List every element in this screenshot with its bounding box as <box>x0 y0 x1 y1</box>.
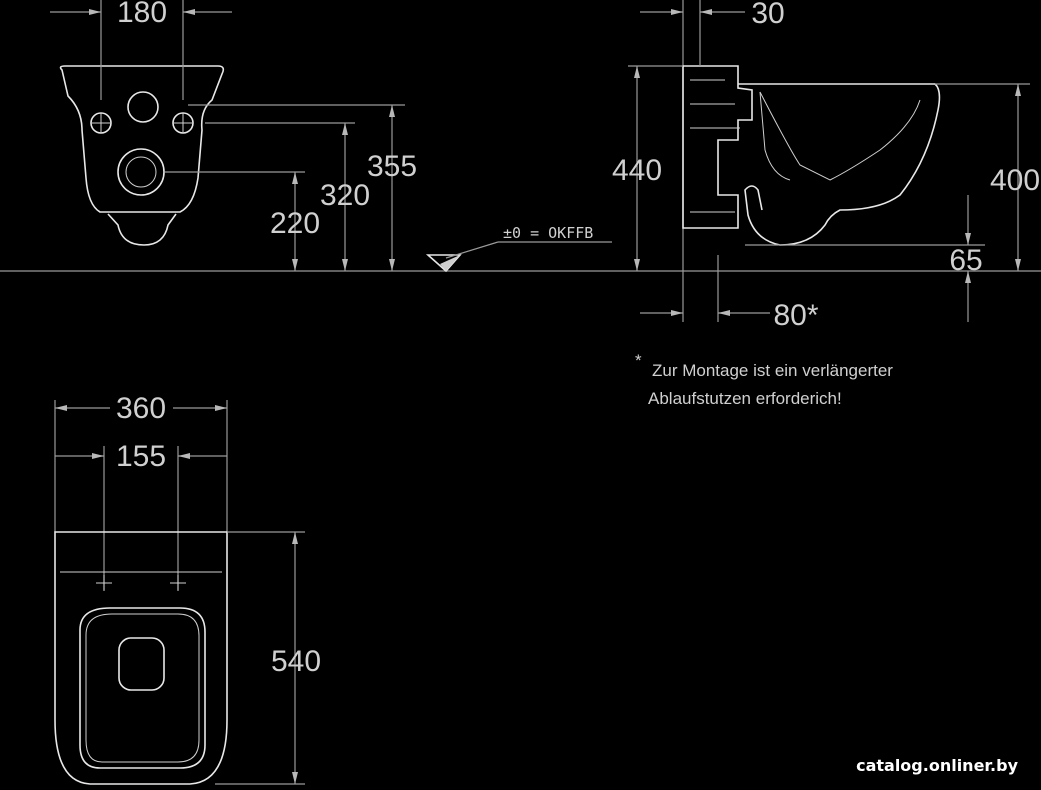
dim-540: 540 <box>271 645 321 678</box>
note-marker: * <box>635 351 642 370</box>
dim-400: 400 <box>990 164 1040 197</box>
note-line-2: Ablaufstutzen erforderich! <box>648 389 842 408</box>
front-trap <box>107 213 177 246</box>
top-seat-outline <box>79 607 206 769</box>
dim-155: 155 <box>116 440 166 473</box>
top-bowl-outline <box>54 531 228 785</box>
dim-65: 65 <box>949 244 982 277</box>
dim-180: 180 <box>117 0 167 29</box>
dim-320: 320 <box>320 179 370 212</box>
side-view: 30 440 400 65 80* <box>612 0 1040 332</box>
front-inlet-hole <box>127 91 159 123</box>
dim-355: 355 <box>367 150 417 183</box>
side-bowl-inner <box>759 91 921 181</box>
floor-label: ±0 = OKFFB <box>503 224 593 242</box>
dim-80: 80* <box>773 299 818 332</box>
top-outlet <box>118 637 165 691</box>
side-wall-bracket <box>682 65 753 229</box>
watermark: catalog.onliner.by <box>856 756 1018 775</box>
installation-note: * Zur Montage ist ein verlängerter Ablau… <box>635 351 893 408</box>
front-outlet-hole <box>117 148 165 196</box>
dim-440: 440 <box>612 154 662 187</box>
side-bowl-outline <box>738 83 941 246</box>
floor-reference: ±0 = OKFFB <box>425 224 612 273</box>
note-line-1: Zur Montage ist ein verlängerter <box>652 361 893 380</box>
top-view: 360 155 540 <box>54 392 321 785</box>
dim-220: 220 <box>270 207 320 240</box>
dim-30: 30 <box>751 0 784 30</box>
front-view: 180 355 320 220 <box>50 0 417 271</box>
dim-360: 360 <box>116 392 166 425</box>
front-outlet-inner <box>125 156 157 188</box>
front-bowl-outline <box>59 65 225 213</box>
